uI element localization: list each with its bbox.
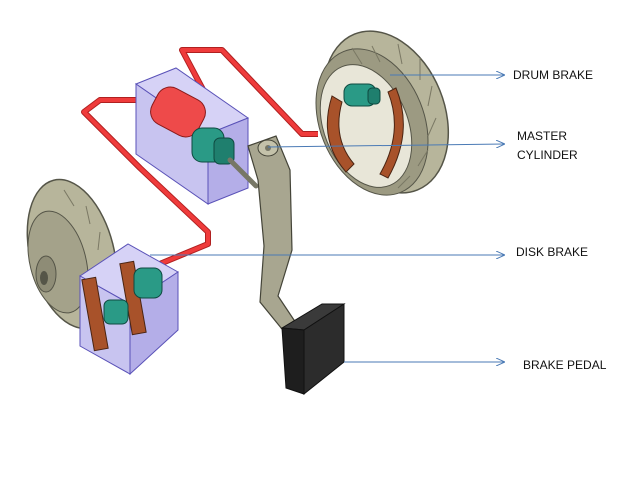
drum-brake-assembly <box>315 30 450 196</box>
disk-brake-assembly <box>26 178 179 376</box>
disk-brake-label: DISK BRAKE <box>516 245 589 259</box>
brake-line <box>81 47 318 271</box>
drum-shoe-right <box>379 87 404 179</box>
brake-pad-outer <box>81 276 109 352</box>
pedal-pivot-pin <box>265 145 271 151</box>
master-cylinder-label-line2: CYLINDER <box>517 148 578 162</box>
caliper-piston <box>133 267 163 299</box>
drum-shoe-left <box>326 95 355 173</box>
brake-pedal-pad <box>280 303 346 396</box>
drum-brake-label: DRUM BRAKE <box>513 68 594 82</box>
master-piston-rear <box>213 137 235 165</box>
drum-hatching <box>351 43 437 189</box>
master-cylinder-arrow <box>267 144 504 147</box>
caliper-piston-small <box>103 299 129 325</box>
pedal-lever <box>247 135 299 335</box>
master-cylinder-assembly <box>134 67 250 205</box>
push-rod <box>227 157 259 189</box>
master-reservoir <box>150 86 206 138</box>
callout-arrows <box>150 75 504 362</box>
master-cylinder-label-line1: MASTER <box>517 129 568 143</box>
drum-cylinder-cap <box>367 87 381 105</box>
disk-hub-bore <box>40 271 48 285</box>
brake-pedal-label: BRAKE PEDAL <box>523 358 607 372</box>
